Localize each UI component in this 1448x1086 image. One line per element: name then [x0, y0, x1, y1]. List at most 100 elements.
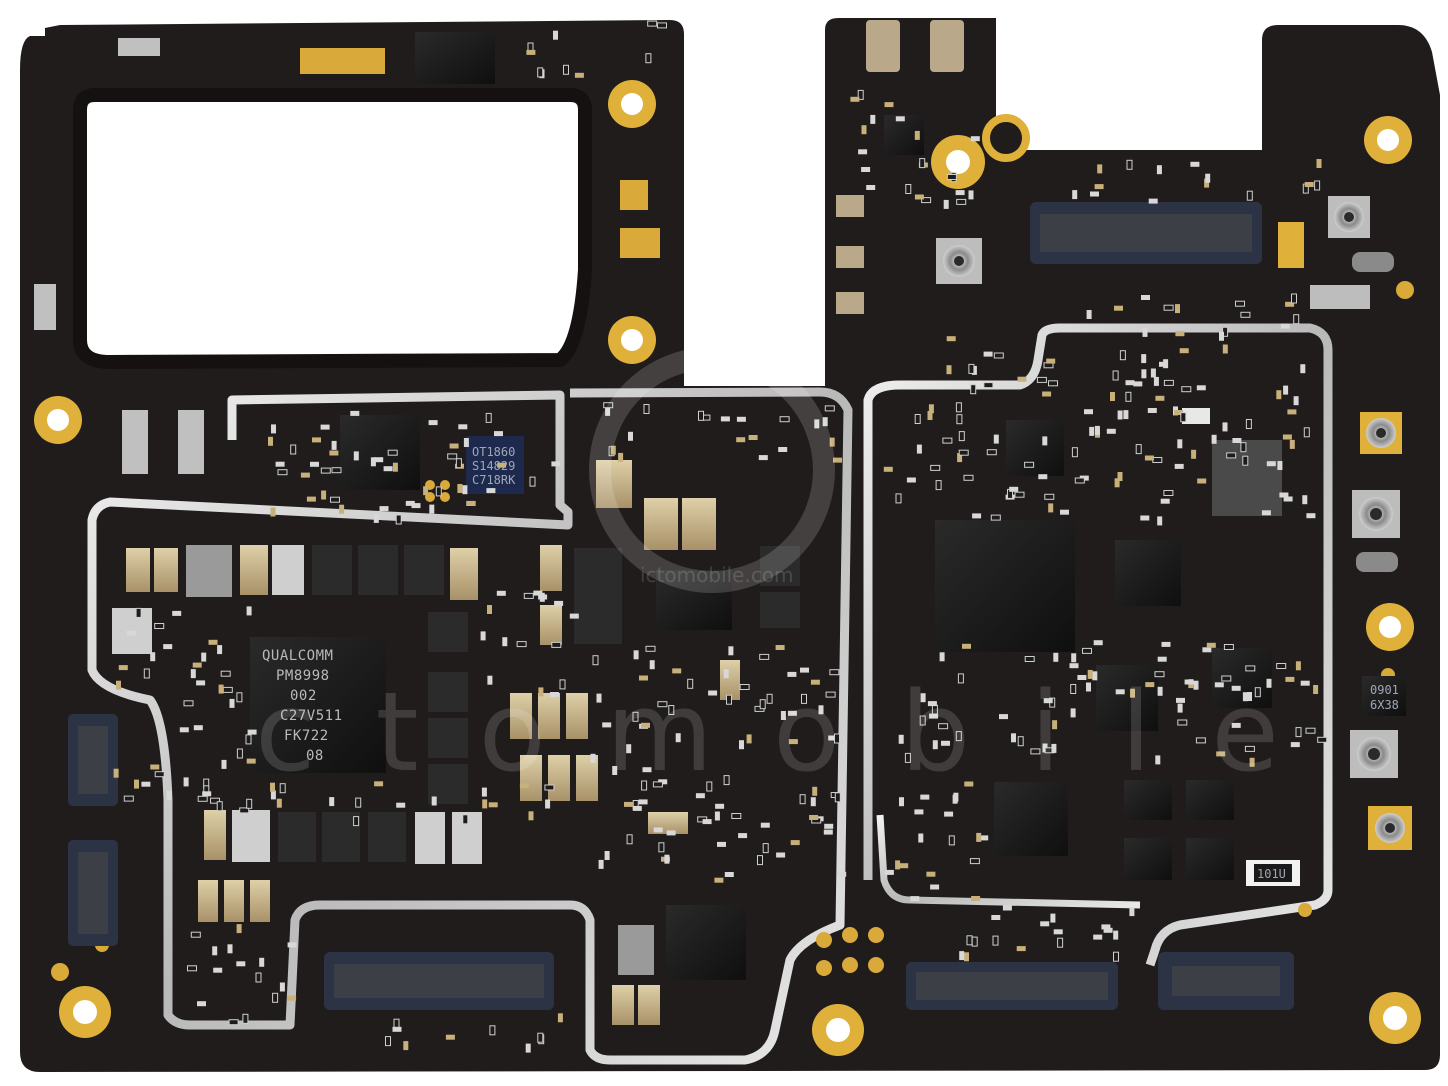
smd-component	[812, 786, 818, 796]
smd-component	[1290, 742, 1300, 748]
smd-component	[687, 678, 694, 689]
smd-component	[287, 942, 297, 948]
smd-component	[1141, 295, 1150, 300]
ic-right-7	[1124, 780, 1172, 820]
smd-component	[898, 734, 904, 744]
blue-chip-label-3: C718RK	[472, 473, 516, 487]
smd-component	[554, 600, 564, 606]
smd-component	[1133, 381, 1143, 387]
smd-component	[350, 410, 360, 416]
smd-component	[1180, 412, 1187, 423]
smd-component	[1277, 461, 1283, 470]
smd-component	[833, 457, 842, 463]
smd-component	[247, 729, 257, 735]
smd-component	[927, 411, 933, 420]
smd-component	[895, 493, 902, 504]
smd-component	[698, 410, 704, 421]
smd-component	[1084, 409, 1093, 415]
smd-component	[702, 819, 712, 825]
smd-component	[1093, 934, 1103, 940]
smd-component	[1030, 748, 1041, 755]
smd-component	[1191, 449, 1197, 459]
smd-component	[825, 691, 836, 698]
smd-component	[668, 705, 675, 715]
smd-component	[861, 167, 871, 172]
smd-component	[1197, 478, 1207, 484]
smd-component	[1163, 304, 1174, 311]
smd-component	[1283, 496, 1293, 502]
smd-component	[529, 476, 536, 487]
smd-component	[1302, 495, 1308, 505]
smd-component	[726, 694, 732, 705]
smd-component	[1147, 408, 1157, 413]
smd-component	[970, 384, 977, 395]
smd-component	[920, 693, 926, 703]
smd-component	[320, 467, 331, 474]
smd-component	[799, 794, 806, 805]
smd-component	[899, 863, 909, 869]
smd-component	[279, 783, 286, 794]
smd-component	[1190, 161, 1200, 167]
smd-component	[141, 781, 151, 787]
smd-component	[724, 872, 734, 877]
watermark: ictomobile.com ctomobile	[255, 347, 1339, 796]
smd-component	[610, 445, 616, 455]
smd-component	[1087, 669, 1093, 679]
smd-component	[220, 670, 231, 677]
smd-component	[1125, 391, 1132, 402]
smd-component	[1094, 184, 1104, 190]
smd-component	[1156, 165, 1162, 175]
inductors	[126, 460, 800, 1025]
smd-component	[216, 801, 223, 812]
smd-component	[1206, 642, 1216, 648]
smd-component	[946, 365, 952, 375]
smd-component	[538, 687, 544, 697]
sim-cutout	[73, 88, 592, 370]
pmic-chip	[250, 637, 386, 773]
smd-component	[938, 723, 949, 730]
smd-component	[643, 404, 650, 414]
smd-component	[123, 795, 134, 802]
smd-component	[1174, 463, 1184, 469]
smd-component	[628, 431, 633, 441]
smd-component	[221, 759, 227, 769]
smd-component	[920, 794, 930, 800]
smd-component	[1101, 924, 1111, 930]
smd-component	[1142, 327, 1148, 337]
smd-component	[957, 453, 963, 463]
smd-component	[971, 936, 978, 947]
smd-component	[190, 669, 196, 679]
smd-component	[1287, 409, 1297, 415]
smd-component	[1017, 376, 1027, 382]
smd-component	[383, 466, 393, 472]
smd-component	[986, 449, 997, 456]
smd-component	[370, 457, 376, 467]
watermark-letters: ctomobile	[255, 668, 1339, 796]
smd-component	[921, 197, 932, 204]
smd-component	[463, 438, 469, 447]
smd-component	[329, 797, 335, 807]
smd-component	[993, 352, 1004, 359]
smd-component	[757, 855, 763, 866]
smd-component	[1086, 682, 1091, 692]
smd-component	[810, 679, 820, 685]
smd-component	[487, 605, 492, 614]
smd-component	[228, 1019, 239, 1026]
smd-component	[645, 645, 656, 652]
smd-component	[236, 748, 243, 759]
smd-component	[814, 419, 820, 429]
smd-component	[983, 382, 994, 389]
small-chip-label-1: 0901	[1370, 683, 1399, 697]
smd-component	[466, 500, 476, 506]
smd-component	[738, 833, 748, 839]
smd-component	[1042, 436, 1048, 446]
smd-component	[1242, 455, 1249, 466]
smd-component	[246, 606, 252, 616]
smd-component	[135, 607, 142, 618]
smd-component	[245, 734, 252, 745]
smd-component	[396, 802, 406, 808]
smd-component	[537, 67, 544, 78]
smd-component	[279, 982, 285, 992]
smd-component	[976, 832, 982, 842]
resistor-body	[1254, 864, 1292, 882]
